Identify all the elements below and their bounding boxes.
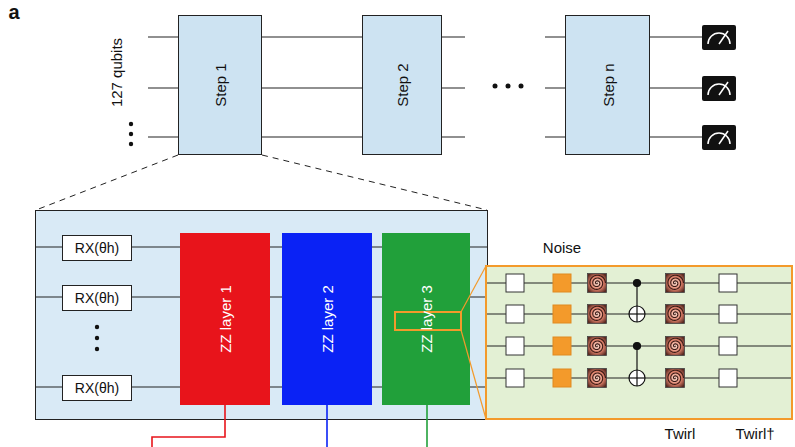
cnot-gate: [636, 283, 637, 322]
ellipsis-dots: [95, 325, 99, 329]
measurement-meter: [702, 125, 736, 150]
gate-box: [506, 369, 524, 387]
ellipsis-dots: [129, 142, 133, 146]
measurement-meter: [719, 131, 728, 144]
layer-leader: [426, 405, 428, 447]
noise-twirl-panel: [486, 266, 792, 419]
cnot-gate: [634, 343, 641, 350]
noise-box: [553, 274, 571, 387]
gate-box: [506, 305, 524, 323]
measurement-meter: [702, 25, 736, 50]
twirl-symbol: [666, 369, 685, 388]
ellipsis-dots: [129, 132, 133, 136]
rotated-label: Step n: [599, 63, 616, 106]
gate-box: [719, 305, 737, 323]
ellipsis-dots: [95, 336, 99, 340]
cnot-gate: [636, 370, 637, 386]
panel-letter: a: [8, 1, 19, 24]
twirl-symbol: [588, 274, 607, 293]
step-box: Step n: [565, 15, 650, 155]
ellipsis-dots: [95, 347, 99, 351]
qubit-wire: [487, 283, 791, 378]
step-detail-panel: [36, 211, 488, 420]
rotated-label: ZZ layer 2: [319, 285, 336, 353]
twirl-symbol: [588, 274, 685, 388]
rx-gate-box: RX(θh): [62, 235, 132, 261]
rx-gate-box: RX(θh): [62, 285, 132, 311]
zoom-guide: [461, 266, 486, 312]
cnot-gate: [629, 370, 645, 386]
twirl-symbol: [588, 305, 607, 324]
twirl-symbol: [588, 369, 607, 388]
twirl-dagger-label: Twirl†: [735, 425, 774, 442]
zoom-guide: [262, 155, 487, 210]
zoom-marker: [395, 312, 461, 330]
measurement-meter: [702, 76, 736, 101]
cnot-gate: [629, 306, 645, 322]
gate-box: [719, 274, 737, 292]
qubit-wire: [487, 378, 791, 379]
measurement-meter: [708, 33, 730, 44]
gate-box: [506, 274, 737, 387]
gate-label: RX(θh): [75, 290, 119, 306]
layer-leader: [152, 405, 427, 447]
measurement-meter: [708, 133, 730, 144]
noise-label: Noise: [543, 239, 581, 256]
twirl-symbol: [666, 337, 685, 356]
step-box: Step 2: [362, 15, 442, 155]
gate-label: RX(θh): [75, 380, 119, 396]
zz-layer-box: ZZ layer 1: [180, 233, 270, 405]
cnot-gate: [629, 280, 645, 387]
gate-box: [506, 274, 524, 292]
measurement-meter: [708, 84, 730, 95]
qubit-count-label: 127 qubits: [108, 37, 125, 106]
zoom-guide: [461, 330, 486, 419]
rotated-label: ZZ layer 3: [418, 285, 435, 353]
noise-box: [553, 274, 571, 292]
ellipsis-dots: [129, 122, 133, 126]
layer-leader: [326, 405, 328, 447]
cnot-gate: [636, 346, 637, 386]
noise-box: [553, 305, 571, 323]
gate-box: [719, 337, 737, 355]
twirl-symbol: [666, 274, 685, 293]
step-box: Step 1: [178, 15, 262, 155]
gate-label: RX(θh): [75, 240, 119, 256]
ellipsis-dots: [95, 325, 99, 351]
measurement-meter: [719, 82, 728, 95]
rotated-label: ZZ layer 1: [217, 285, 234, 353]
rx-gate-box: RX(θh): [62, 375, 132, 401]
zz-layer-box: ZZ layer 3: [382, 233, 470, 405]
ellipsis-dots: [493, 84, 498, 89]
noise-box: [553, 369, 571, 387]
cnot-gate: [636, 306, 637, 386]
measurement-meter: [702, 25, 736, 150]
zoom-guide: [461, 266, 486, 419]
measurement-meter: [719, 31, 728, 44]
ellipsis-dots: [506, 84, 511, 89]
twirl-symbol: [666, 305, 685, 324]
zz-layer-box: ZZ layer 2: [282, 233, 372, 405]
ellipsis-dots: [519, 84, 524, 89]
rotated-label: Step 1: [212, 63, 229, 106]
twirl-label: Twirl: [665, 425, 696, 442]
twirl-symbol: [588, 337, 607, 356]
layer-leader: [152, 405, 225, 447]
noise-box: [553, 337, 571, 355]
gate-box: [719, 369, 737, 387]
cnot-gate: [634, 280, 641, 287]
zoom-guide: [36, 155, 487, 210]
gate-box: [506, 337, 524, 355]
rotated-label: Step 2: [394, 63, 411, 106]
qubit-wire: [487, 314, 791, 315]
cnot-gate: [636, 306, 637, 322]
zoom-guide: [36, 155, 178, 210]
